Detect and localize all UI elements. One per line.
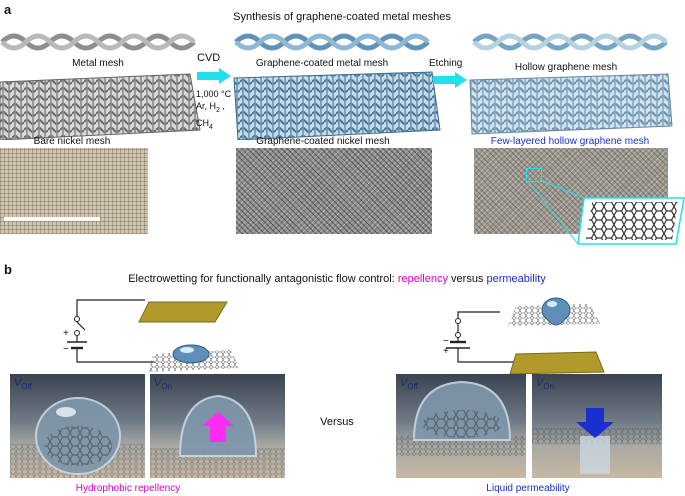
photo-off-repellency: VOff: [10, 374, 145, 478]
graphene-nickel-photo: [236, 148, 432, 234]
droplet-on-mesh: [396, 380, 526, 456]
hollow-graphene-mesh-label: Hollow graphene mesh: [514, 62, 618, 73]
v-off-label-left: VOff: [14, 377, 32, 392]
cvd-arrow: [197, 68, 231, 84]
cvd-label: CVD: [197, 52, 221, 64]
right-plus: +: [443, 346, 449, 357]
few-layered-label: Few-layered hollow graphene mesh: [490, 136, 650, 147]
graphene-coated-mesh-label: Graphene-coated metal mesh: [255, 58, 389, 69]
hollow-wire: [472, 33, 668, 51]
title-prefix: Electrowetting for functionally antagoni…: [128, 273, 398, 285]
left-plus: +: [63, 328, 69, 339]
hydrophobic-repellency-label: Hydrophobic repellency: [75, 483, 181, 494]
bare-nickel-photo: [0, 148, 148, 234]
cvd-temperature: 1,000 °C: [196, 89, 232, 99]
coated-wire: [234, 33, 430, 51]
liquid-permeability-label: Liquid permeability: [486, 483, 570, 494]
photo-on-permeability: VOn: [532, 374, 662, 478]
circuit-on: [446, 297, 605, 375]
photo-off-permeability: VOff: [396, 374, 526, 478]
panel-a-letter: a: [4, 2, 12, 17]
droplet-lifted: [150, 394, 285, 478]
photo-on-repellency: VOn: [150, 374, 285, 478]
title-repellency: repellency: [397, 273, 448, 285]
versus-label: Versus: [320, 416, 354, 428]
graphene-nickel-label: Graphene-coated nickel mesh: [256, 136, 390, 147]
cvd-conditions: 1,000 °C Ar, H2 , CH4: [196, 88, 231, 134]
title-versus: versus: [447, 273, 487, 285]
panel-a-title: Synthesis of graphene-coated metal meshe…: [233, 11, 451, 23]
metal-mesh-label: Metal mesh: [72, 58, 124, 69]
v-on-label-left: VOn: [154, 377, 173, 392]
etching-label: Etching: [429, 58, 463, 69]
droplet-permeating: [532, 408, 662, 474]
zoom-box: [526, 168, 542, 182]
v-on-label-right: VOn: [536, 377, 555, 392]
panel-b-title: Electrowetting for functionally antagoni…: [128, 273, 546, 285]
left-minus: −: [63, 344, 69, 355]
title-permeability: permeability: [486, 273, 546, 285]
v-off-label-right: VOff: [400, 377, 418, 392]
zoom-inset: [527, 179, 685, 245]
metal-mesh-3d: [0, 73, 201, 140]
cvd-methane: CH4: [196, 117, 213, 131]
metal-wire: [0, 33, 196, 51]
right-minus: −: [443, 336, 449, 347]
coated-mesh-3d: [233, 71, 441, 140]
etching-arrow: [433, 72, 467, 88]
cvd-gases: Ar, H2 ,: [196, 101, 225, 114]
circuit-off: [67, 299, 239, 372]
hollow-mesh-3d: [469, 73, 673, 135]
down-arrow-icon: [576, 408, 614, 438]
panel-b-letter: b: [4, 262, 12, 277]
bare-nickel-label: Bare nickel mesh: [33, 136, 111, 147]
wire-illustrations: [0, 33, 668, 51]
droplet-round: [10, 397, 145, 478]
mesh-illustrations: [0, 71, 673, 140]
scale-bar: [4, 217, 100, 221]
up-arrow-icon: [202, 412, 234, 442]
